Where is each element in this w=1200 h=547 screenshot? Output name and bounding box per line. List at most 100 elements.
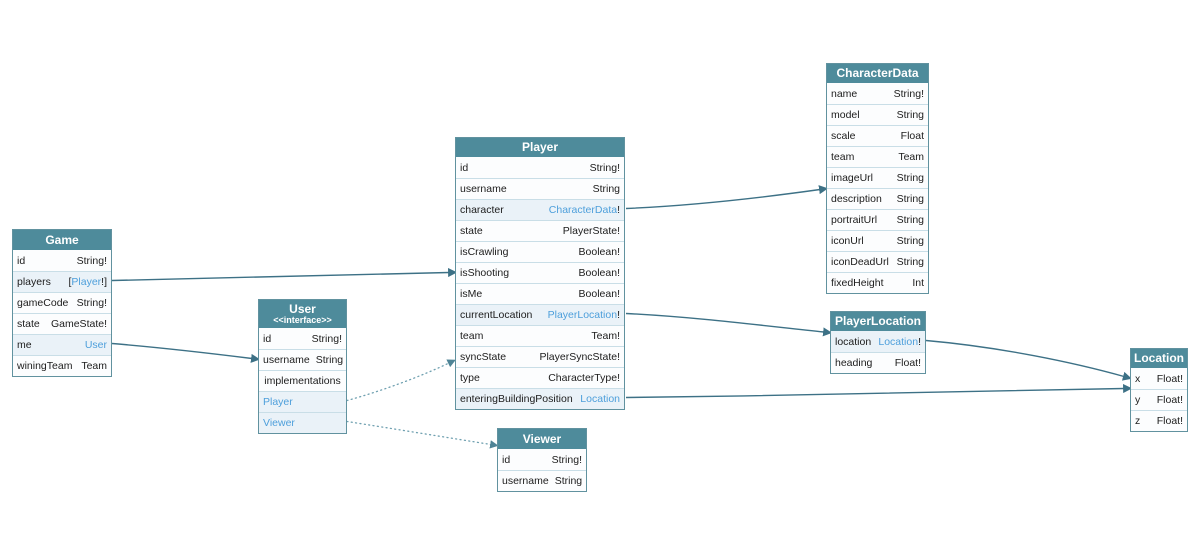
table-header-player[interactable]: Player [456, 138, 624, 157]
type-text: Boolean! [578, 267, 620, 279]
table-title: Location [1134, 351, 1184, 366]
field-row-player-isme[interactable]: isMe Boolean! [456, 283, 624, 304]
field-type[interactable]: Location! [878, 336, 921, 348]
implementation-link: Player [263, 396, 293, 408]
type-text: Boolean! [578, 288, 620, 300]
field-name: gameCode [17, 297, 69, 309]
field-row-game-id[interactable]: id String! [13, 250, 111, 271]
table-header-viewer[interactable]: Viewer [498, 429, 586, 449]
field-row-game-players[interactable]: players[Player!] [13, 271, 111, 292]
field-name: team [831, 151, 855, 163]
field-type[interactable]: [Player!] [68, 276, 107, 288]
field-name: isCrawling [460, 246, 509, 258]
field-type: Boolean! [579, 288, 620, 300]
field-row-player-id[interactable]: id String! [456, 157, 624, 178]
field-name: id [460, 161, 469, 174]
field-name: fixedHeight [831, 277, 884, 289]
table-title: Game [45, 232, 79, 247]
type-link: Location [580, 393, 620, 405]
section-row-user-implementations: implementations [259, 370, 346, 391]
type-text: String! [551, 453, 582, 466]
type-text: String! [76, 254, 107, 267]
type-text: Int [912, 277, 924, 289]
type-suffix: ! [918, 335, 921, 348]
type-text: Team! [591, 330, 620, 342]
type-text: Team [81, 360, 107, 372]
field-type: String [555, 475, 582, 487]
type-text: PlayerState! [562, 225, 620, 237]
field-row-viewer-id[interactable]: id String! [498, 449, 586, 470]
table-header-characterdata[interactable]: CharacterData [827, 64, 928, 83]
field-name: id [17, 254, 26, 267]
table-header-user[interactable]: User<<interface>> [259, 300, 346, 328]
table-header-playerlocation[interactable]: PlayerLocation [831, 312, 925, 331]
type-text: String [896, 214, 924, 226]
impl-link-row-user-viewer[interactable]: Viewer [259, 412, 346, 433]
field-type: Float! [895, 357, 921, 369]
type-text: CharacterType! [548, 372, 620, 384]
type-text: String [896, 172, 924, 184]
field-type[interactable]: Location [580, 393, 620, 405]
type-text: PlayerSyncState! [539, 351, 620, 363]
field-type: String [897, 256, 924, 268]
field-name: currentLocation [460, 309, 533, 321]
edge-game-me-to-user [111, 342, 261, 363]
field-type[interactable]: User [85, 339, 107, 351]
field-type[interactable]: PlayerLocation! [548, 309, 620, 321]
impl-link-row-user-player[interactable]: Player [259, 391, 346, 412]
field-type[interactable]: CharacterData! [549, 204, 620, 216]
field-name: y [1135, 394, 1141, 406]
table-header-location[interactable]: Location [1131, 349, 1187, 368]
field-name: isMe [460, 288, 483, 300]
field-row-player-currentlocation[interactable]: currentLocation PlayerLocation! [456, 304, 624, 325]
field-type: String [316, 354, 343, 366]
field-type: Team [898, 151, 924, 163]
table-header-game[interactable]: Game [13, 230, 111, 250]
implementation-link: Viewer [263, 417, 295, 429]
field-name: implementations [264, 375, 341, 387]
field-row-characterdata-fixedheight[interactable]: fixedHeight Int [827, 272, 928, 293]
field-name: state [17, 318, 40, 330]
field-name: id [502, 453, 511, 466]
field-type: String! [590, 162, 620, 174]
field-row-characterdata-team[interactable]: team Team [827, 146, 928, 167]
